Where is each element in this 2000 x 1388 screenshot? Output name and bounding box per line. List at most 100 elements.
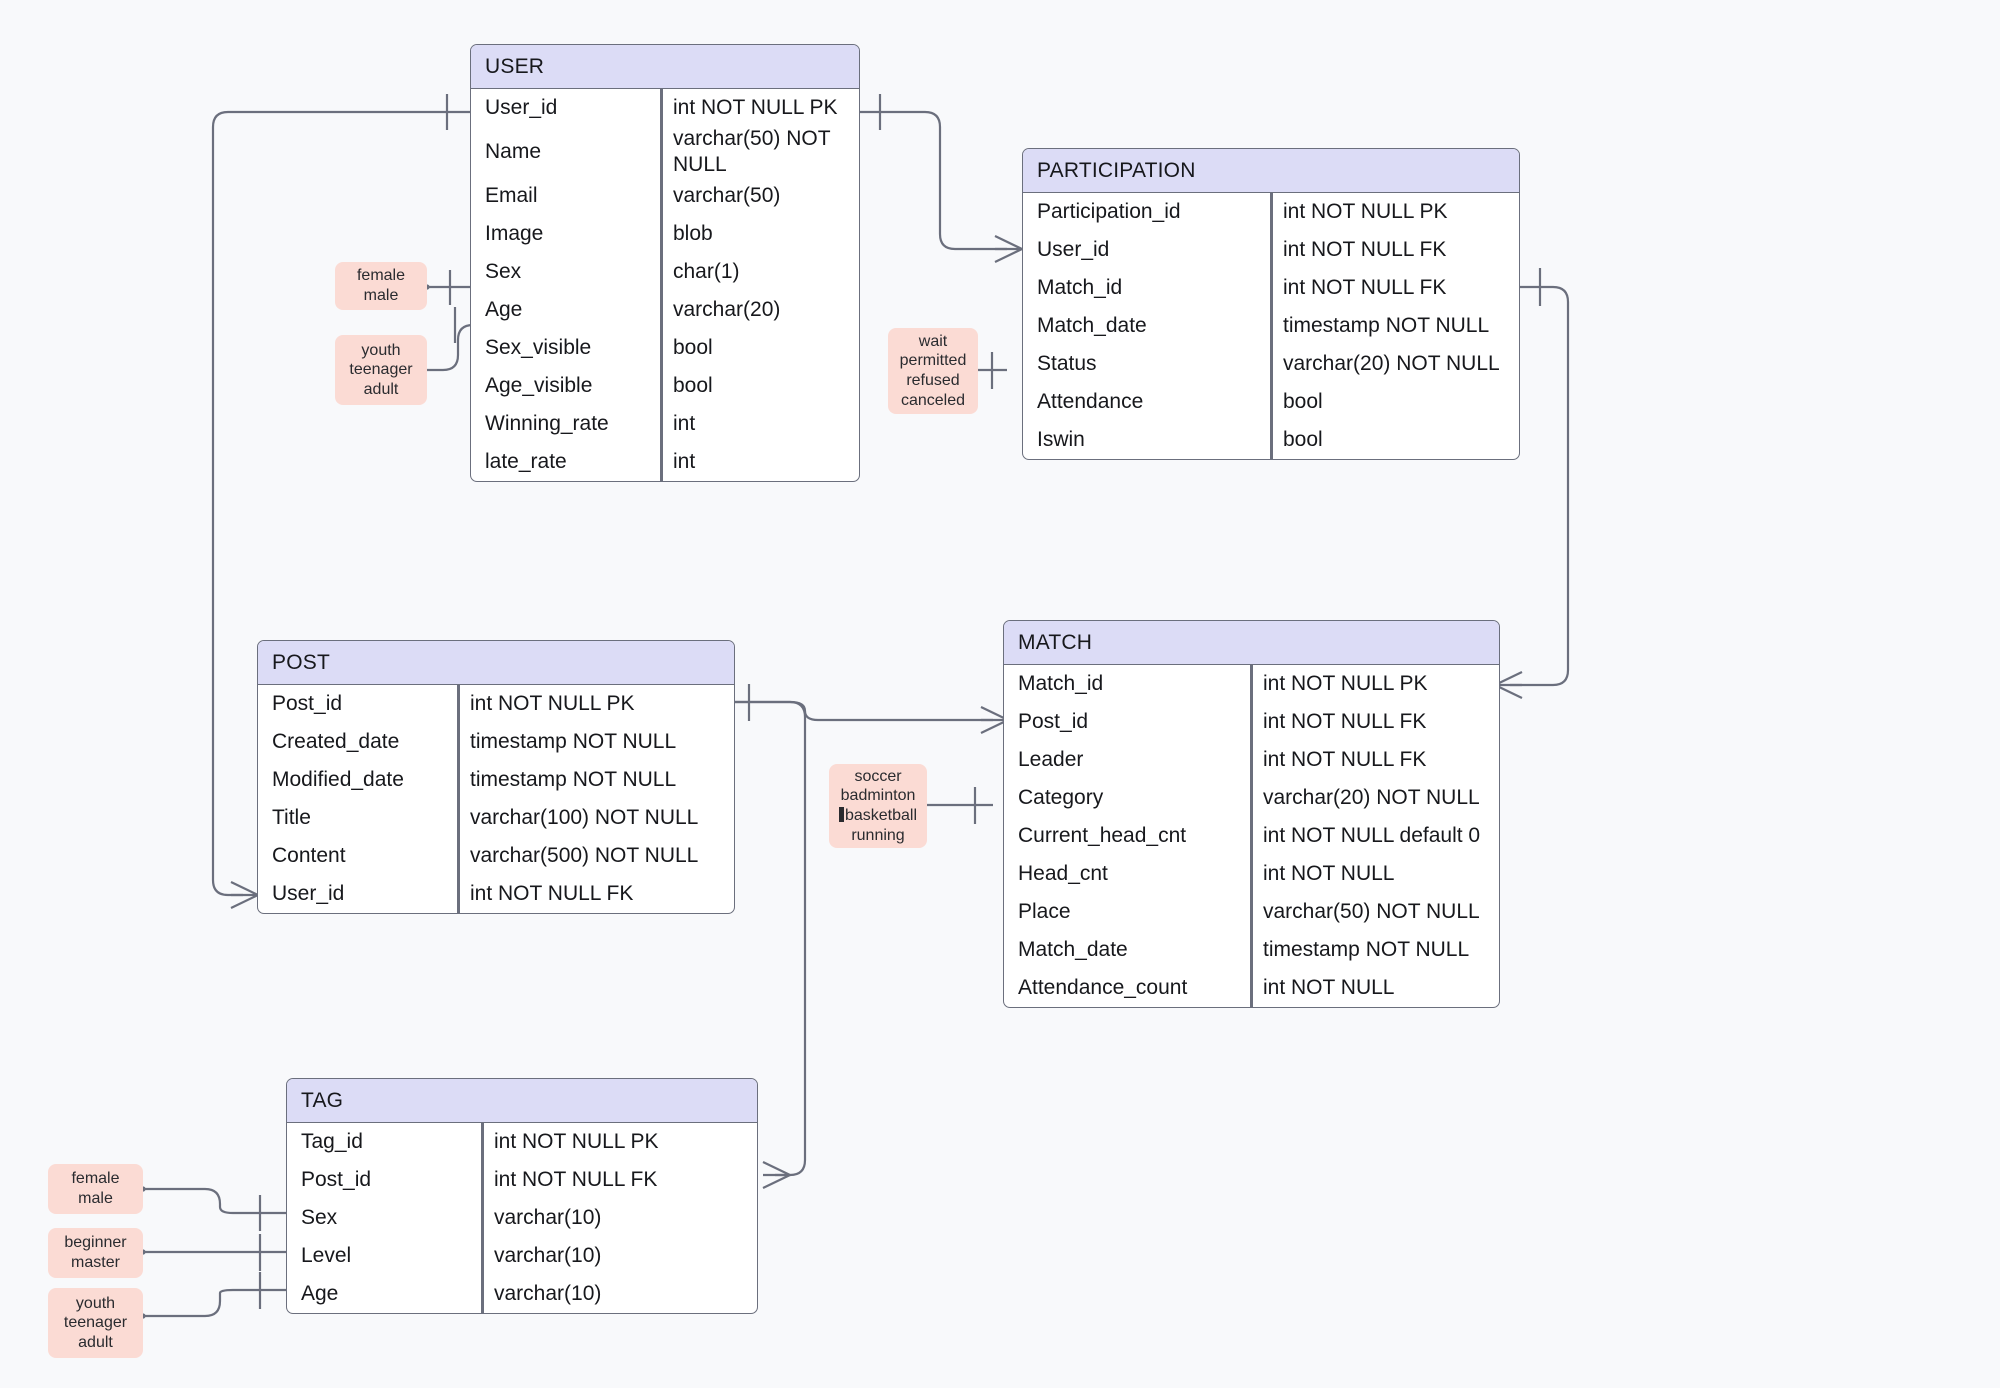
- attr-type: int NOT NULL PK: [1283, 200, 1448, 224]
- attr-type: varchar(10): [494, 1244, 602, 1268]
- attr-type: varchar(100) NOT NULL: [470, 806, 699, 830]
- table-row[interactable]: User_id int NOT NULL PK: [471, 89, 859, 127]
- attr-type: varchar(20) NOT NULL: [1263, 786, 1480, 810]
- table-row[interactable]: Age_visible bool: [471, 367, 859, 405]
- table-row[interactable]: Age varchar(10): [287, 1275, 757, 1313]
- note-line: permitted: [899, 352, 967, 370]
- attr-name: Head_cnt: [1004, 855, 1251, 893]
- note-line: basketball: [844, 807, 918, 824]
- entity-user-attributes: User_id int NOT NULL PK Name varchar(50)…: [471, 89, 859, 481]
- attr-type: int NOT NULL FK: [1283, 276, 1447, 300]
- table-row[interactable]: Match_date timestamp NOT NULL: [1023, 307, 1519, 345]
- table-row[interactable]: Post_id int NOT NULL FK: [1004, 703, 1499, 741]
- attr-type: int NOT NULL: [1263, 862, 1395, 886]
- attr-type: int NOT NULL PK: [1263, 672, 1428, 696]
- attr-type: varchar(10): [494, 1282, 602, 1306]
- attr-name: Match_date: [1023, 307, 1271, 345]
- table-row[interactable]: Current_head_cnt int NOT NULL default 0: [1004, 817, 1499, 855]
- attr-name: Level: [287, 1237, 482, 1275]
- note-line: teenager: [63, 1314, 128, 1332]
- note-line: master: [71, 1254, 120, 1271]
- attr-name: Category: [1004, 779, 1251, 817]
- note-user-age-values[interactable]: youth teenager adult: [335, 335, 427, 405]
- attr-type: int: [673, 450, 696, 474]
- note-line-with-caret: basketball: [838, 806, 918, 826]
- attr-name: Title: [258, 799, 458, 837]
- attr-name: Status: [1023, 345, 1271, 383]
- table-row[interactable]: Post_id int NOT NULL FK: [287, 1161, 757, 1199]
- attr-name: Created_date: [258, 723, 458, 761]
- table-row[interactable]: Image blob: [471, 215, 859, 253]
- table-row[interactable]: Title varchar(100) NOT NULL: [258, 799, 734, 837]
- line-note-tag-sex: [143, 1187, 286, 1215]
- table-row[interactable]: Head_cnt int NOT NULL: [1004, 855, 1499, 893]
- attr-type: int NOT NULL FK: [1263, 710, 1427, 734]
- attr-name: late_rate: [471, 443, 661, 481]
- table-row[interactable]: Content varchar(500) NOT NULL: [258, 837, 734, 875]
- attr-name: Attendance: [1023, 383, 1271, 421]
- attr-name: Participation_id: [1023, 193, 1271, 231]
- table-row[interactable]: Modified_date timestamp NOT NULL: [258, 761, 734, 799]
- attr-name: Post_id: [258, 685, 458, 723]
- entity-match-title: MATCH: [1004, 621, 1499, 665]
- attr-name: Iswin: [1023, 421, 1271, 459]
- table-row[interactable]: Iswin bool: [1023, 421, 1519, 459]
- entity-user[interactable]: USER User_id int NOT NULL PK Name varcha…: [470, 44, 860, 482]
- attr-name: Sex: [287, 1199, 482, 1237]
- attr-type: int NOT NULL PK: [470, 692, 635, 716]
- table-row[interactable]: Winning_rate int: [471, 405, 859, 443]
- table-row[interactable]: Leader int NOT NULL FK: [1004, 741, 1499, 779]
- note-line: running: [851, 826, 905, 844]
- table-row[interactable]: Email varchar(50): [471, 177, 859, 215]
- note-user-sex-values[interactable]: female male: [335, 262, 427, 310]
- note-line: badminton: [840, 787, 916, 805]
- table-row[interactable]: Sex char(1): [471, 253, 859, 291]
- attr-name: Age: [471, 291, 661, 329]
- note-line: beginner: [64, 1234, 127, 1252]
- table-row[interactable]: Match_id int NOT NULL FK: [1023, 269, 1519, 307]
- table-row[interactable]: Category varchar(20) NOT NULL: [1004, 779, 1499, 817]
- note-tag-age-values[interactable]: youth teenager adult: [48, 1288, 143, 1358]
- table-row[interactable]: Level varchar(10): [287, 1237, 757, 1275]
- table-row[interactable]: Post_id int NOT NULL PK: [258, 685, 734, 723]
- table-row[interactable]: Name varchar(50) NOT NULL: [471, 127, 859, 177]
- table-row[interactable]: Attendance_count int NOT NULL: [1004, 969, 1499, 1007]
- entity-tag[interactable]: TAG Tag_id int NOT NULL PK Post_id int N…: [286, 1078, 758, 1314]
- attr-name: Age: [287, 1275, 482, 1313]
- note-line: refused: [906, 372, 960, 389]
- entity-match[interactable]: MATCH Match_id int NOT NULL PK Post_id i…: [1003, 620, 1500, 1008]
- table-row[interactable]: Match_id int NOT NULL PK: [1004, 665, 1499, 703]
- table-row[interactable]: User_id int NOT NULL FK: [1023, 231, 1519, 269]
- table-row[interactable]: User_id int NOT NULL FK: [258, 875, 734, 913]
- entity-tag-attributes: Tag_id int NOT NULL PK Post_id int NOT N…: [287, 1123, 757, 1313]
- entity-participation[interactable]: PARTICIPATION Participation_id int NOT N…: [1022, 148, 1520, 460]
- table-row[interactable]: Created_date timestamp NOT NULL: [258, 723, 734, 761]
- table-row[interactable]: Match_date timestamp NOT NULL: [1004, 931, 1499, 969]
- attr-name: Post_id: [1004, 703, 1251, 741]
- note-line: male: [78, 1190, 113, 1207]
- note-match-category-values[interactable]: soccer badminton basketball running: [829, 764, 927, 848]
- attr-type: int NOT NULL PK: [494, 1130, 659, 1154]
- table-row[interactable]: Sex_visible bool: [471, 329, 859, 367]
- attr-type: int NOT NULL FK: [1283, 238, 1447, 262]
- attr-type: varchar(20) NOT NULL: [1283, 352, 1500, 376]
- note-line: wait: [918, 332, 948, 350]
- table-row[interactable]: Place varchar(50) NOT NULL: [1004, 893, 1499, 931]
- note-tag-sex-values[interactable]: female male: [48, 1164, 143, 1214]
- attr-name: Attendance_count: [1004, 969, 1251, 1007]
- table-row[interactable]: Status varchar(20) NOT NULL: [1023, 345, 1519, 383]
- entity-post[interactable]: POST Post_id int NOT NULL PK Created_dat…: [257, 640, 735, 914]
- attr-type: blob: [673, 222, 713, 246]
- entity-user-title: USER: [471, 45, 859, 89]
- table-row[interactable]: Age varchar(20): [471, 291, 859, 329]
- line-note-user-age: [427, 323, 475, 372]
- table-row[interactable]: Sex varchar(10): [287, 1199, 757, 1237]
- note-tag-level-values[interactable]: beginner master: [48, 1228, 143, 1278]
- attr-name: Email: [471, 177, 661, 215]
- note-participation-status-values[interactable]: wait permitted refused canceled: [888, 328, 978, 414]
- table-row[interactable]: late_rate int: [471, 443, 859, 481]
- table-row[interactable]: Participation_id int NOT NULL PK: [1023, 193, 1519, 231]
- table-row[interactable]: Attendance bool: [1023, 383, 1519, 421]
- entity-participation-attributes: Participation_id int NOT NULL PK User_id…: [1023, 193, 1519, 459]
- table-row[interactable]: Tag_id int NOT NULL PK: [287, 1123, 757, 1161]
